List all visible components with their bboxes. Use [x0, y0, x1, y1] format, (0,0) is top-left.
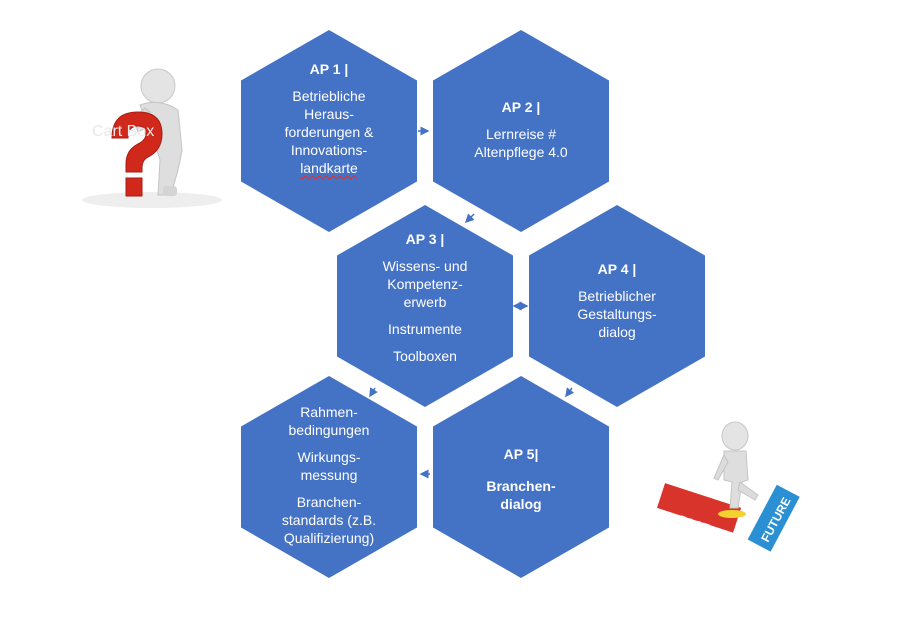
arrow-ap3-to-frame — [369, 387, 378, 398]
watermark-text: Cart Box — [92, 123, 154, 140]
hexagon-ap1 — [241, 30, 417, 232]
hexagon-ap3 — [337, 205, 513, 407]
hexagon-layer — [241, 30, 705, 578]
question-mark-figure-icon — [73, 62, 228, 208]
hexagon-ap2 — [433, 30, 609, 232]
past-future-figure-icon — [657, 421, 800, 552]
arrow-ap4-to-ap5 — [565, 387, 575, 398]
arrow-ap2-to-ap3 — [464, 213, 475, 224]
arrow-layer — [369, 126, 575, 479]
hexagon-ap4 — [529, 205, 705, 407]
hexagon-frame — [241, 376, 417, 578]
hexagon-ap5 — [433, 376, 609, 578]
